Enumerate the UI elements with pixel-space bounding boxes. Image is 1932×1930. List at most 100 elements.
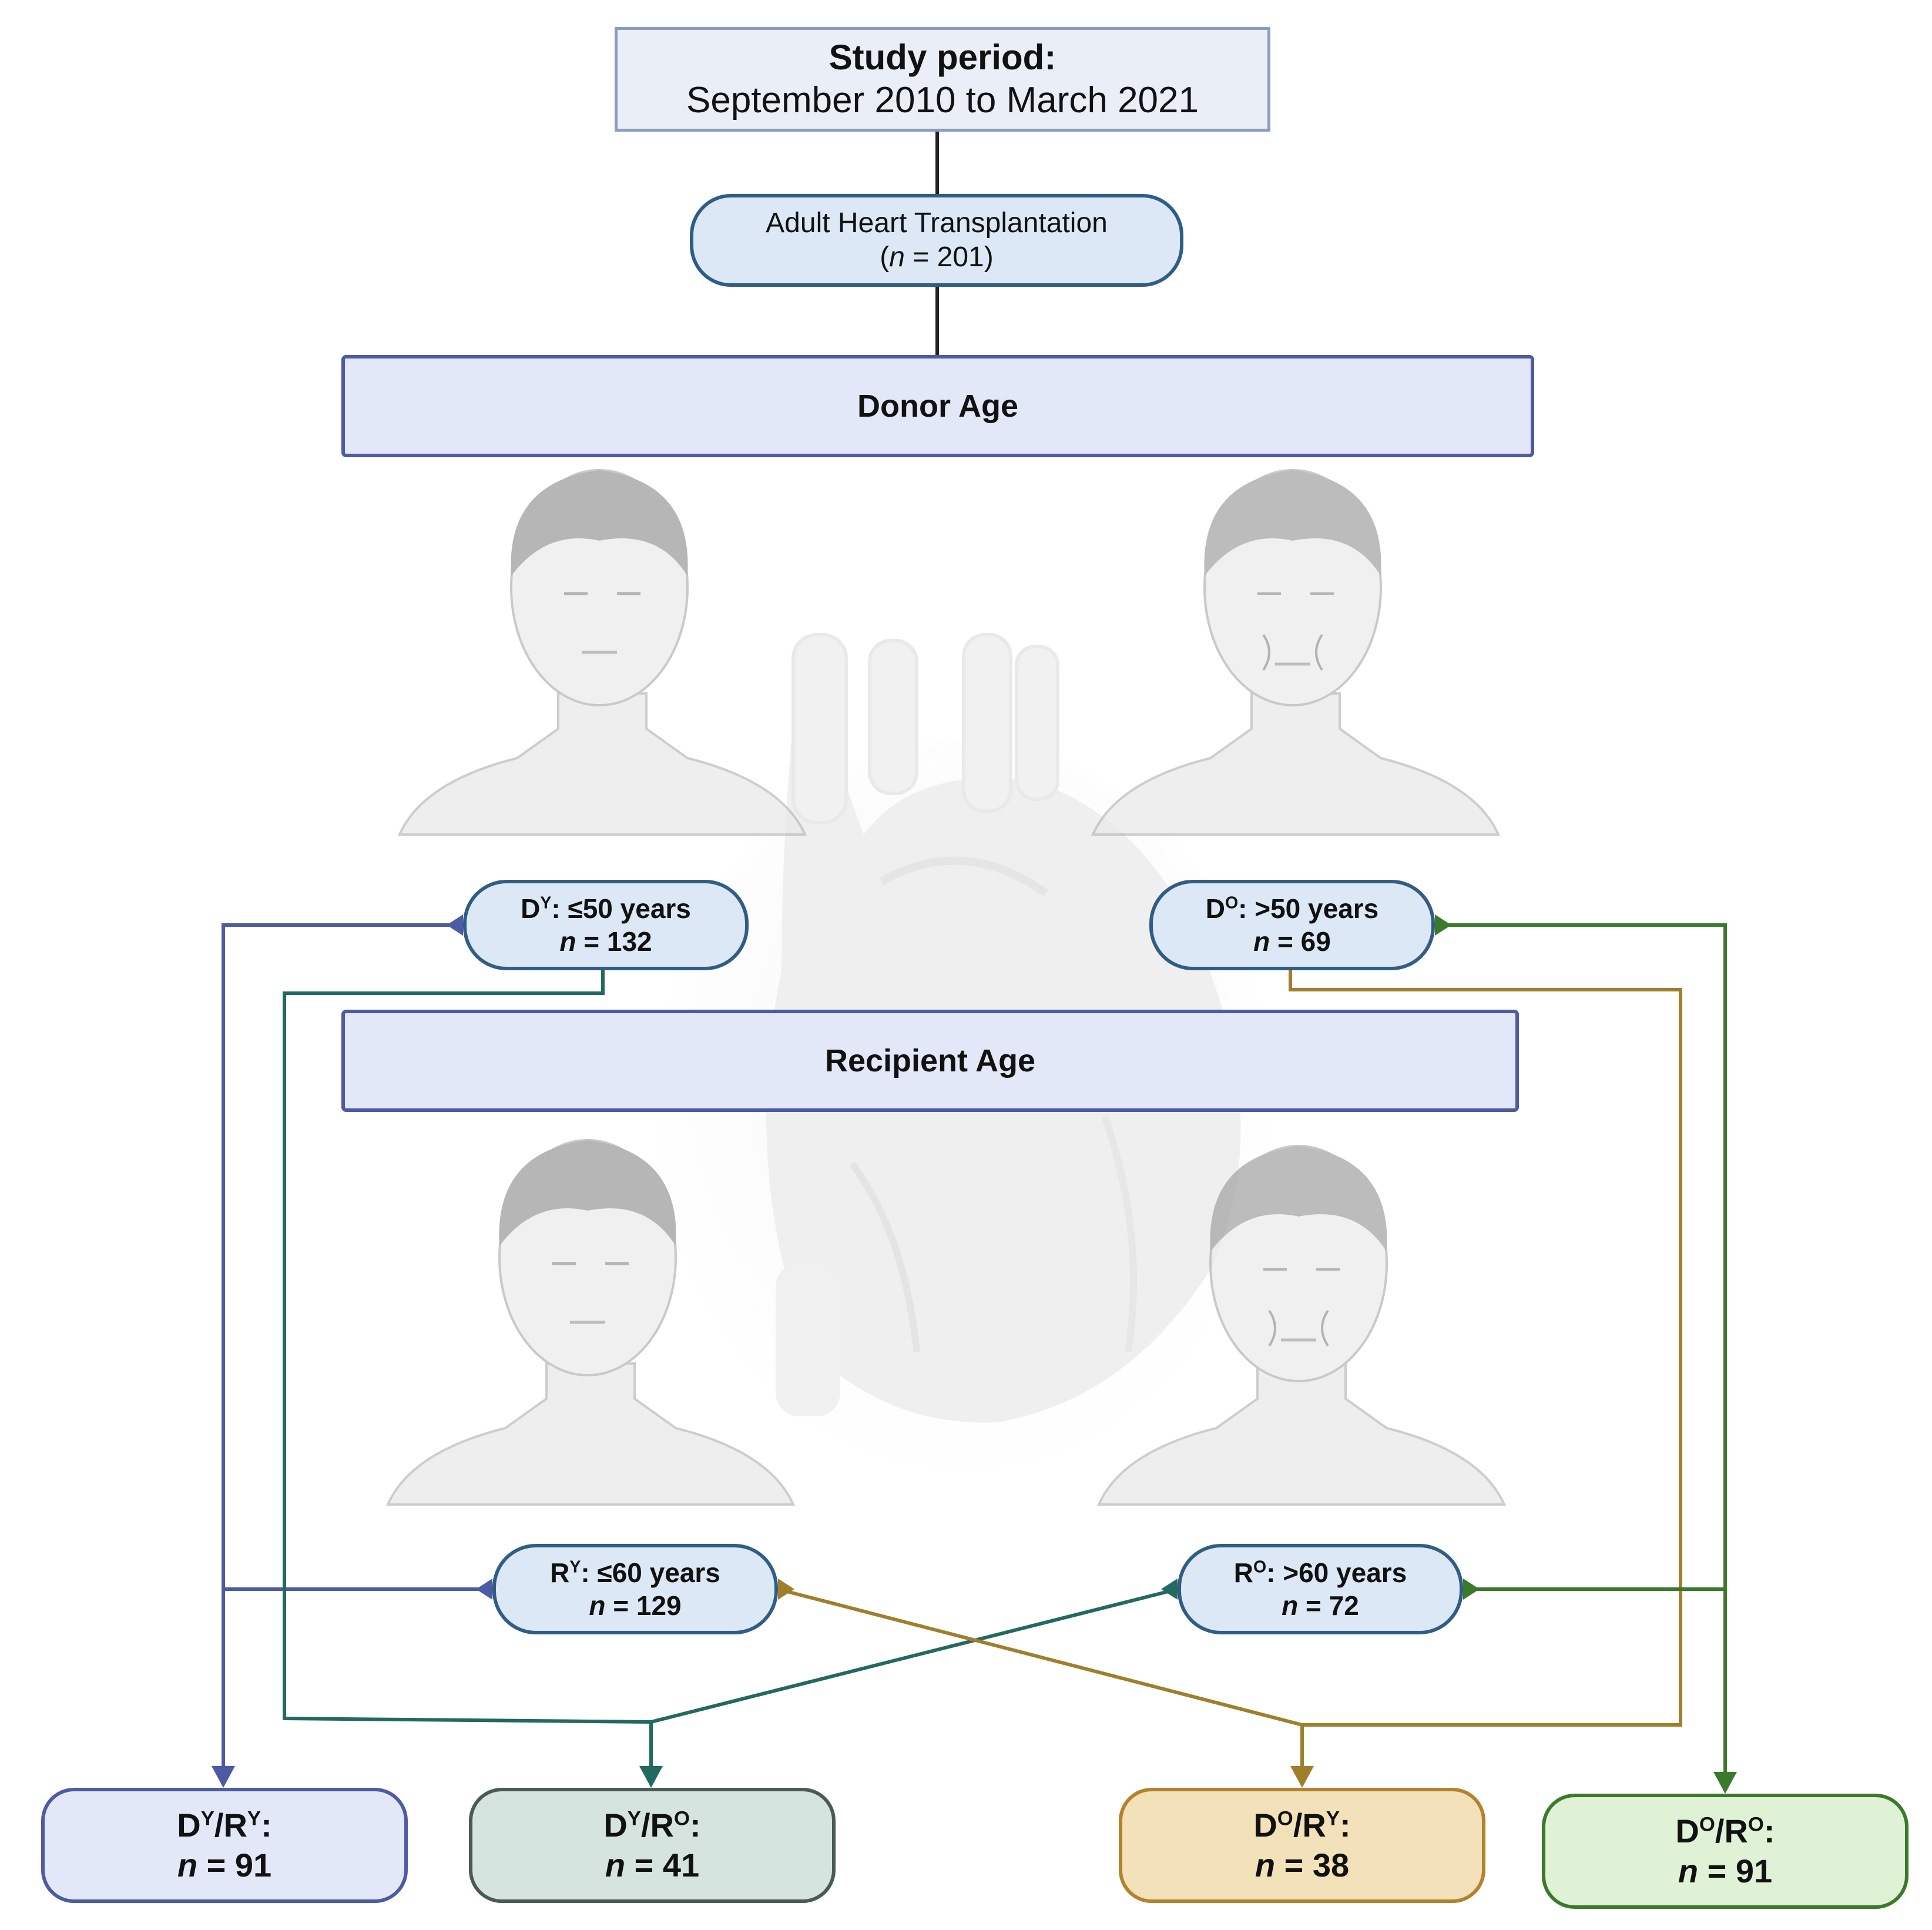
outcome-d-letter: D [177, 1807, 201, 1844]
total-count-n: n [889, 242, 905, 273]
young-person-icon [397, 469, 807, 836]
donor-old-criterion: DO: >50 years [1206, 892, 1379, 925]
donor-young-criterion: DY: ≤50 years [521, 892, 691, 925]
outcome-dy-ry-box: DY/RY: n = 91 [41, 1788, 408, 1903]
gold-connector [777, 970, 1682, 1769]
donor-old-letter: D [1205, 893, 1225, 924]
donor-young-range: : ≤50 years [551, 893, 691, 924]
outcome-dy-ro-label: DY/RO: [603, 1805, 700, 1845]
recipient-young-letter: R [550, 1557, 570, 1588]
outcome-sep: / [214, 1807, 224, 1844]
outcome-colon: : [1763, 1812, 1775, 1849]
recipient-old-sup: O [1253, 1557, 1267, 1577]
donor-young-value: = 132 [576, 926, 652, 957]
outcome-r-letter: R [223, 1807, 247, 1844]
tab-green-do [1435, 914, 1451, 936]
outcome-colon: : [690, 1807, 701, 1844]
recipient-young-criterion: RY: ≤60 years [550, 1556, 720, 1589]
old-person-icon [1096, 1145, 1507, 1506]
arrowhead-gold [1290, 1766, 1314, 1788]
outcome-d-letter: D [603, 1807, 628, 1844]
recipient-young-value: = 129 [605, 1590, 682, 1621]
donor-age-banner: Donor Age [341, 355, 1534, 457]
outcome-do-ry-label: DO/RY: [1253, 1805, 1350, 1845]
outcome-d-letter: D [1675, 1812, 1699, 1849]
outcome-dy-ry-label: DY/RY: [177, 1805, 271, 1845]
recipient-young-sup: Y [569, 1557, 581, 1577]
blue-connector [222, 923, 492, 1769]
outcome-r-letter: R [650, 1807, 674, 1844]
outcome-r-sup: Y [1326, 1807, 1340, 1830]
total-label: Adult Heart Transplantation [766, 207, 1108, 239]
outcome-do-ry-box: DO/RY: n = 38 [1119, 1788, 1485, 1903]
recipient-old-value: = 72 [1298, 1590, 1359, 1621]
recipient-young-node: RY: ≤60 years n = 129 [492, 1544, 778, 1634]
outcome-value: = 38 [1275, 1847, 1350, 1884]
recipient-age-banner: Recipient Age [341, 1010, 1519, 1112]
tab-blue-ry [476, 1579, 492, 1600]
study-period-dates: September 2010 to March 2021 [686, 80, 1199, 120]
study-period-title: Study period: [829, 38, 1056, 77]
total-count-value: = 201) [904, 242, 994, 273]
outcome-d-sup: Y [627, 1807, 641, 1830]
total-count: (n = 201) [880, 240, 993, 274]
tab-blue-dy [447, 914, 463, 936]
recipient-old-node: RO: >60 years n = 72 [1178, 1544, 1463, 1634]
outcome-r-sup: Y [247, 1807, 261, 1830]
donor-old-sup: O [1225, 893, 1239, 913]
donor-old-count: n = 69 [1253, 925, 1331, 958]
green-connector [1435, 923, 1727, 1775]
young-person-icon [385, 1139, 796, 1506]
outcome-n: n [1255, 1847, 1276, 1884]
outcome-dy-ro-count: n = 41 [605, 1845, 699, 1885]
outcome-d-sup: O [1277, 1807, 1293, 1830]
recipient-old-range: : >60 years [1266, 1557, 1407, 1588]
tab-green-ro [1463, 1579, 1480, 1600]
outcome-d-sup: O [1699, 1813, 1715, 1836]
outcome-value: = 91 [197, 1847, 272, 1884]
outcome-d-letter: D [1253, 1807, 1277, 1844]
donor-old-range: : >50 years [1238, 893, 1379, 924]
outcome-do-ro-count: n = 91 [1678, 1851, 1772, 1891]
outcome-n: n [605, 1847, 626, 1884]
donor-young-node: DY: ≤50 years n = 132 [463, 880, 749, 970]
old-person-icon [1091, 469, 1501, 836]
outcome-dy-ry-count: n = 91 [177, 1845, 271, 1885]
outcome-do-ro-label: DO/RO: [1675, 1811, 1775, 1851]
outcome-do-ry-count: n = 38 [1255, 1845, 1349, 1885]
outcome-d-sup: Y [200, 1807, 214, 1830]
recipient-age-title: Recipient Age [824, 1043, 1036, 1078]
outcome-dy-ro-box: DY/RO: n = 41 [469, 1788, 836, 1903]
recipient-young-range: : ≤60 years [581, 1557, 720, 1588]
recipient-young-count: n = 129 [589, 1589, 681, 1622]
donor-young-sup: Y [540, 893, 552, 913]
study-period-box: Study period: September 2010 to March 20… [615, 27, 1270, 132]
outcome-r-sup: O [1747, 1813, 1764, 1836]
donor-old-n: n [1253, 926, 1270, 957]
recipient-old-letter: R [1233, 1557, 1253, 1588]
donor-young-letter: D [521, 893, 541, 924]
outcome-value: = 41 [625, 1847, 700, 1884]
outcome-value: = 91 [1698, 1852, 1773, 1889]
outcome-colon: : [1340, 1807, 1351, 1844]
outcome-r-letter: R [1302, 1807, 1326, 1844]
outcome-n: n [1678, 1852, 1699, 1889]
total-count-open: ( [880, 242, 890, 273]
recipient-old-count: n = 72 [1282, 1589, 1359, 1622]
donor-old-value: = 69 [1270, 926, 1331, 957]
outcome-n: n [177, 1847, 198, 1884]
outcome-do-ro-box: DO/RO: n = 91 [1542, 1794, 1908, 1909]
arrowhead-teal [639, 1766, 663, 1788]
outcome-r-letter: R [1724, 1812, 1748, 1849]
arrowhead-blue [212, 1766, 235, 1788]
outcome-sep: / [1293, 1807, 1303, 1844]
tab-gold-ry [778, 1579, 794, 1600]
outcome-sep: / [1715, 1812, 1725, 1849]
recipient-young-n: n [589, 1590, 606, 1621]
outcome-colon: : [261, 1807, 272, 1844]
donor-young-n: n [559, 926, 576, 957]
donor-old-node: DO: >50 years n = 69 [1149, 880, 1435, 970]
tab-teal-ro [1161, 1579, 1178, 1600]
